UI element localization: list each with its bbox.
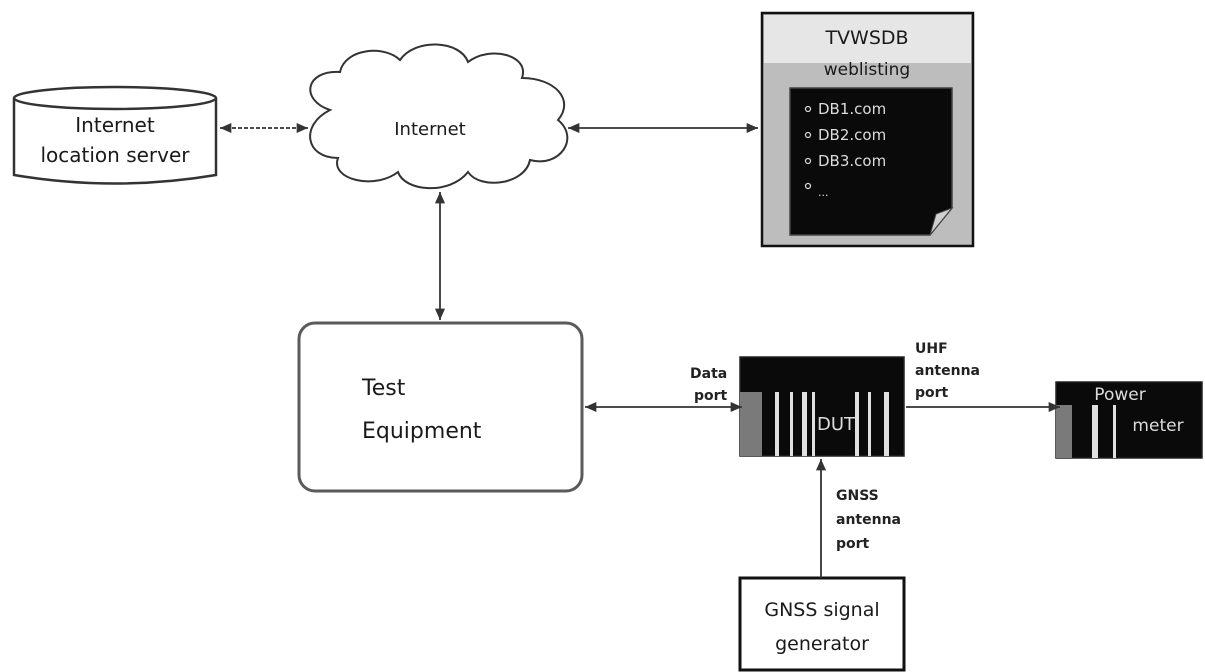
gnss-port-label-line1: GNSS <box>836 488 879 504</box>
data-port-label-line2: port <box>694 388 728 404</box>
power-meter-label-line1: Power <box>1094 385 1145 405</box>
power-meter-box <box>1055 381 1203 459</box>
data-port-label: Data port <box>690 366 728 404</box>
tvwsdb-bullet-2 <box>804 131 812 139</box>
gnss-generator-label-line2: generator <box>775 633 869 655</box>
tvwsdb-bullet-1 <box>804 105 812 113</box>
test-equipment-label-line1: Test <box>361 376 406 401</box>
gnss-generator-node: GNSS signal generator <box>738 576 906 672</box>
dut-stripe-2 <box>790 392 793 456</box>
tvwsdb-title: TVWSDB <box>824 27 908 49</box>
gnss-generator-label-line1: GNSS signal <box>764 599 879 621</box>
internet-label: Internet <box>394 119 465 140</box>
location-server-node: Internet location server <box>12 85 218 185</box>
location-server-cylinder-body <box>12 98 218 185</box>
uhf-port-label: UHF antenna port <box>915 341 980 401</box>
gnss-port-label-line2: antenna <box>836 512 901 528</box>
uhf-port-label-line2: antenna <box>915 363 980 379</box>
dut-stripe-4 <box>812 392 815 456</box>
dut-stripe-1 <box>775 392 779 456</box>
location-server-label-line2: location server <box>40 143 190 167</box>
tvwsdb-title-bar <box>764 15 971 63</box>
dut-stripe-5 <box>855 392 859 456</box>
power-meter-port-stripe <box>1056 405 1072 458</box>
gnss-generator-box <box>738 576 906 672</box>
dut-port-stripe <box>740 392 762 456</box>
dut-node: DUT <box>739 356 905 457</box>
tvwsdb-node: TVWSDB weblisting DB1.com DB2.com DB3.co… <box>760 11 975 248</box>
data-port-label-line1: Data <box>690 366 727 382</box>
tvwsdb-item-4: ... <box>818 186 829 199</box>
gnss-port-label: GNSS antenna port <box>836 488 901 552</box>
uhf-port-label-line3: port <box>915 385 949 401</box>
power-meter-label-line2: meter <box>1132 416 1183 436</box>
location-server-label-line1: Internet <box>75 113 155 137</box>
dut-stripe-7 <box>884 392 889 456</box>
test-equipment-box <box>297 321 584 493</box>
uhf-port-label-line1: UHF <box>915 341 948 357</box>
tvwsdb-page-curl-icon <box>929 206 954 236</box>
test-equipment-node: Test Equipment <box>297 321 584 493</box>
dut-stripe-3 <box>802 392 807 456</box>
dut-label: DUT <box>817 414 856 435</box>
test-equipment-label-line2: Equipment <box>362 419 482 444</box>
internet-cloud-shape <box>309 43 569 190</box>
power-meter-node: Power meter <box>1055 381 1203 459</box>
location-server-cylinder-top <box>12 85 218 111</box>
dut-box <box>739 356 905 457</box>
internet-cloud-node: Internet <box>309 43 569 190</box>
power-meter-stripe-1 <box>1092 405 1098 458</box>
tvwsdb-item-2: DB2.com <box>818 126 886 144</box>
tvwsdb-item-3: DB3.com <box>818 152 886 170</box>
gnss-port-label-line3: port <box>836 536 870 552</box>
tvwsdb-bullet-3 <box>804 157 812 165</box>
power-meter-stripe-2 <box>1113 405 1116 458</box>
tvwsdb-subtitle: weblisting <box>824 60 910 80</box>
dut-stripe-6 <box>868 392 871 456</box>
tvwsdb-item-1: DB1.com <box>818 100 886 118</box>
tvwsdb-bullet-4 <box>804 182 812 190</box>
